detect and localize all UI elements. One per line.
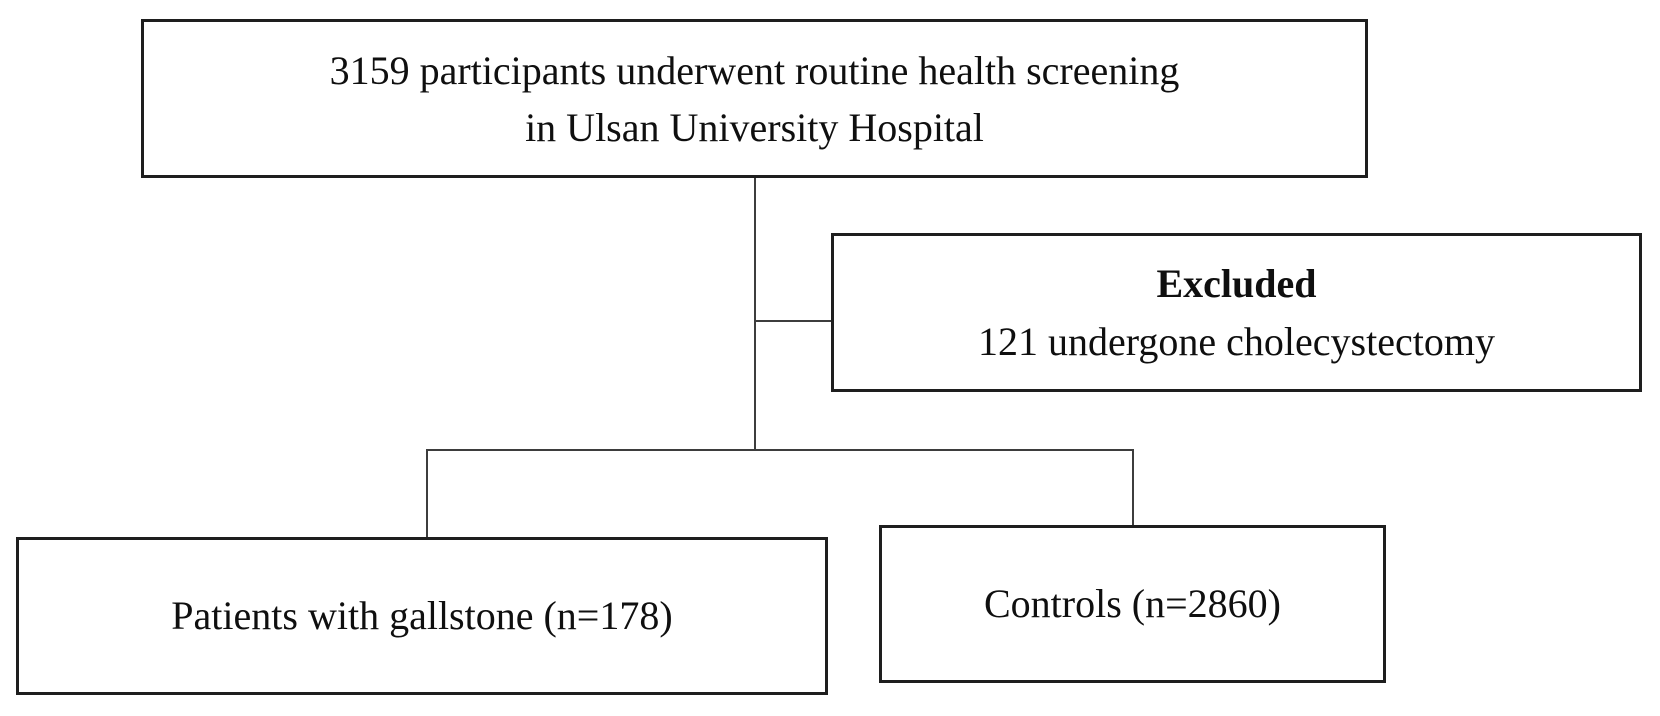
node-controls: Controls (n=2860) bbox=[879, 525, 1386, 683]
connector-main-vertical bbox=[754, 178, 756, 450]
connector-branch-left-vertical bbox=[426, 449, 428, 539]
excluded-title: Excluded bbox=[1156, 260, 1317, 306]
gallstone-label: Patients with gallstone (n=178) bbox=[171, 593, 673, 638]
controls-label: Controls (n=2860) bbox=[984, 581, 1281, 626]
screening-line1: 3159 participants underwent routine heal… bbox=[329, 47, 1180, 93]
connector-excluded-horizontal bbox=[754, 320, 833, 322]
screening-line2: in Ulsan University Hospital bbox=[525, 104, 984, 150]
node-screening: 3159 participants underwent routine heal… bbox=[141, 19, 1368, 178]
excluded-detail: 121 undergone cholecystectomy bbox=[978, 318, 1495, 364]
node-gallstone: Patients with gallstone (n=178) bbox=[16, 537, 828, 695]
connector-branch-right-vertical bbox=[1132, 449, 1134, 527]
connector-branch-horizontal bbox=[426, 449, 1134, 451]
node-excluded: Excluded 121 undergone cholecystectomy bbox=[831, 233, 1642, 392]
